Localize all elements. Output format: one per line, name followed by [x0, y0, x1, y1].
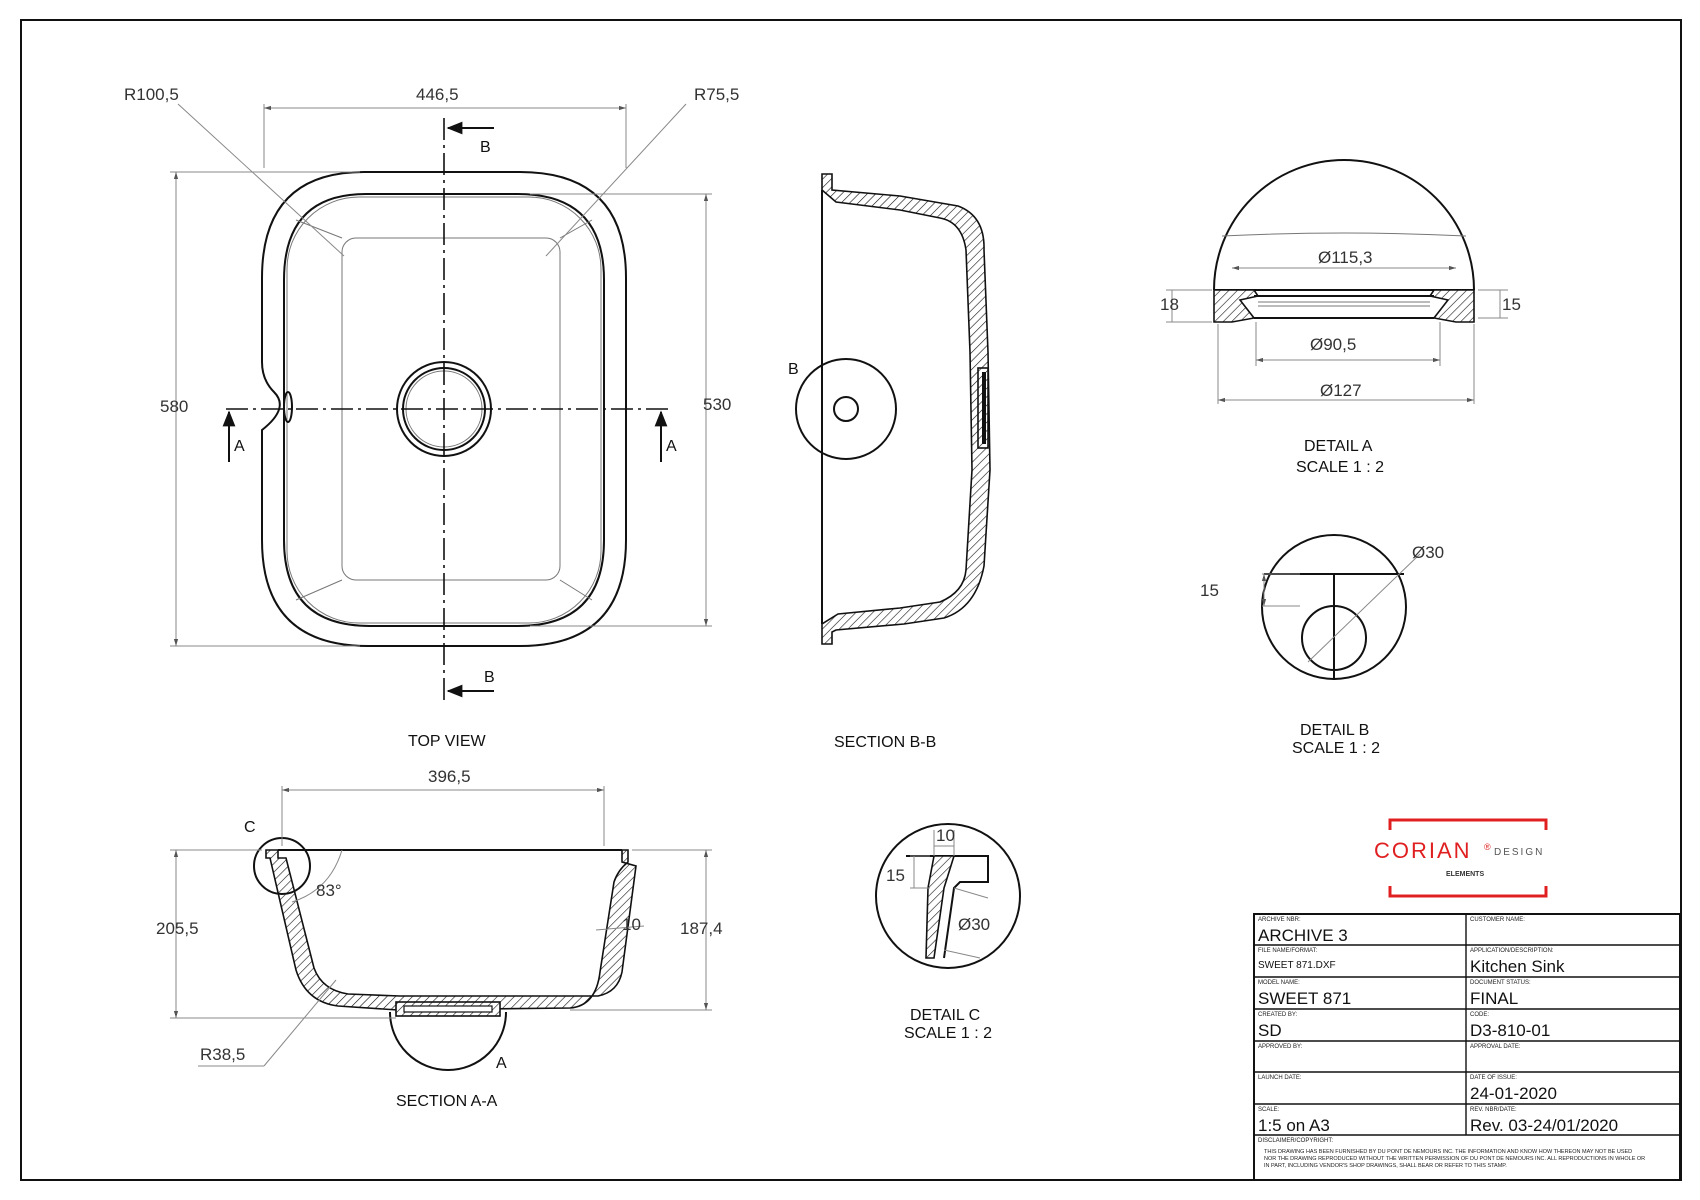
tb-approval-date-label: APPROVAL DATE:	[1470, 1044, 1521, 1050]
section-aa-height-inner: 187,4	[680, 919, 723, 938]
radius-inner-label: R75,5	[694, 85, 739, 104]
detail-a-ref: A	[496, 1055, 507, 1072]
section-b-label-bottom: B	[484, 669, 495, 686]
top-view-title: TOP VIEW	[408, 733, 487, 750]
dim-height-outer-top-view: 580	[160, 397, 188, 416]
detail-b-offset: 15	[1200, 581, 1219, 600]
logo-registered: ®	[1484, 842, 1491, 852]
detail-b-title: DETAIL B	[1300, 722, 1369, 739]
detail-c-diameter: Ø30	[958, 915, 990, 934]
corian-logo: CORIAN ® DESIGN ELEMENTS	[1374, 818, 1548, 898]
section-a-label-right: A	[666, 438, 677, 455]
section-aa-radius: R38,5	[200, 1045, 245, 1064]
tb-archive-value: ARCHIVE 3	[1258, 926, 1348, 945]
tb-disclaimer-3: IN PART, INCLUDING VENDOR'S SHOP DRAWING…	[1264, 1163, 1507, 1169]
section-aa-angle: 83°	[316, 881, 342, 900]
detail-a-d2: Ø90,5	[1310, 335, 1356, 354]
section-aa-width: 396,5	[428, 767, 471, 786]
dim-width-top-view: 446,5	[416, 85, 459, 104]
tb-approved-label: APPROVED BY:	[1258, 1044, 1303, 1050]
section-aa-title: SECTION A-A	[396, 1093, 498, 1110]
tb-issue-label: DATE OF ISSUE:	[1470, 1075, 1517, 1081]
tb-rev-label: REV. NBR/DATE:	[1470, 1107, 1517, 1113]
logo-sub: ELEMENTS	[1446, 871, 1484, 878]
tb-disclaimer-1: THIS DRAWING HAS BEEN FURNISHED BY DU PO…	[1264, 1149, 1632, 1155]
detail-c-title: DETAIL C	[910, 1007, 980, 1024]
detail-a-d1: Ø115,3	[1318, 248, 1373, 267]
tb-model-value: SWEET 871	[1258, 989, 1351, 1008]
section-aa-thickness: 10	[622, 915, 641, 934]
logo-brand: CORIAN	[1374, 838, 1472, 863]
section-a-label-left: A	[234, 438, 245, 455]
detail-a: Ø115,3 Ø90,5 Ø127 18 15 DETAIL A SCALE 1…	[1160, 159, 1521, 476]
detail-a-left: 18	[1160, 295, 1179, 314]
sheet-frame	[20, 19, 1682, 1181]
section-bb: B SECTION B-B	[788, 173, 991, 751]
section-aa: C A 83° 10 R38,5 396,5 205,5 187,4 SECTI…	[156, 767, 723, 1110]
top-view: B B A A 446,5 580 530 R100,5 R75,5 TOP V…	[124, 85, 739, 750]
detail-b-diameter: Ø30	[1412, 543, 1444, 562]
tb-status-label: DOCUMENT STATUS:	[1470, 980, 1531, 986]
tb-archive-label: ARCHIVE NBR:	[1258, 917, 1301, 923]
tb-issue-value: 24-01-2020	[1470, 1084, 1557, 1103]
section-b-label-top: B	[480, 139, 491, 156]
tb-scale-value: 1:5 on A3	[1258, 1116, 1330, 1135]
tb-disclaimer-2: NOR THE DRAWING REPRODUCED WITHOUT THE W…	[1264, 1156, 1645, 1162]
section-bb-title: SECTION B-B	[834, 734, 936, 751]
tb-created-value: SD	[1258, 1021, 1282, 1040]
radius-outer-label: R100,5	[124, 85, 179, 104]
tb-created-label: CREATED BY:	[1258, 1012, 1298, 1018]
detail-c-ref: C	[244, 819, 256, 836]
detail-a-d3: Ø127	[1320, 381, 1362, 400]
detail-c: 10 15 Ø30 DETAIL C SCALE 1 : 2	[875, 823, 1021, 1042]
dim-height-inner-top-view: 530	[703, 395, 731, 414]
tb-application-value: Kitchen Sink	[1470, 957, 1565, 976]
detail-c-height: 15	[886, 866, 905, 885]
detail-a-scale: SCALE 1 : 2	[1296, 459, 1384, 476]
detail-a-right: 15	[1502, 295, 1521, 314]
tb-file-label: FILE NAME/FORMAT:	[1258, 948, 1318, 954]
detail-b-scale: SCALE 1 : 2	[1292, 740, 1380, 757]
detail-c-scale: SCALE 1 : 2	[904, 1025, 992, 1042]
tb-customer-label: CUSTOMER NAME:	[1470, 917, 1525, 923]
detail-b-ref: B	[788, 361, 799, 378]
tb-rev-value: Rev. 03-24/01/2020	[1470, 1116, 1618, 1135]
detail-a-title: DETAIL A	[1304, 438, 1373, 455]
tb-launch-label: LAUNCH DATE:	[1258, 1075, 1302, 1081]
detail-c-width: 10	[936, 826, 955, 845]
tb-code-label: CODE:	[1470, 1012, 1489, 1018]
tb-model-label: MODEL NAME:	[1258, 980, 1300, 986]
title-block: ARCHIVE NBR: ARCHIVE 3 CUSTOMER NAME: FI…	[1253, 913, 1681, 1181]
logo-design: DESIGN	[1494, 847, 1544, 858]
tb-file-value: SWEET 871.DXF	[1258, 960, 1336, 971]
tb-scale-label: SCALE:	[1258, 1107, 1280, 1113]
tb-disclaimer-label: DISCLAIMER/COPYRIGHT:	[1258, 1138, 1333, 1144]
detail-b: Ø30 15 DETAIL B SCALE 1 : 2	[1200, 534, 1444, 757]
tb-code-value: D3-810-01	[1470, 1021, 1550, 1040]
tb-application-label: APPLICATION/DESCRIPTION:	[1470, 948, 1554, 954]
section-aa-height-outer: 205,5	[156, 919, 199, 938]
tb-status-value: FINAL	[1470, 989, 1518, 1008]
